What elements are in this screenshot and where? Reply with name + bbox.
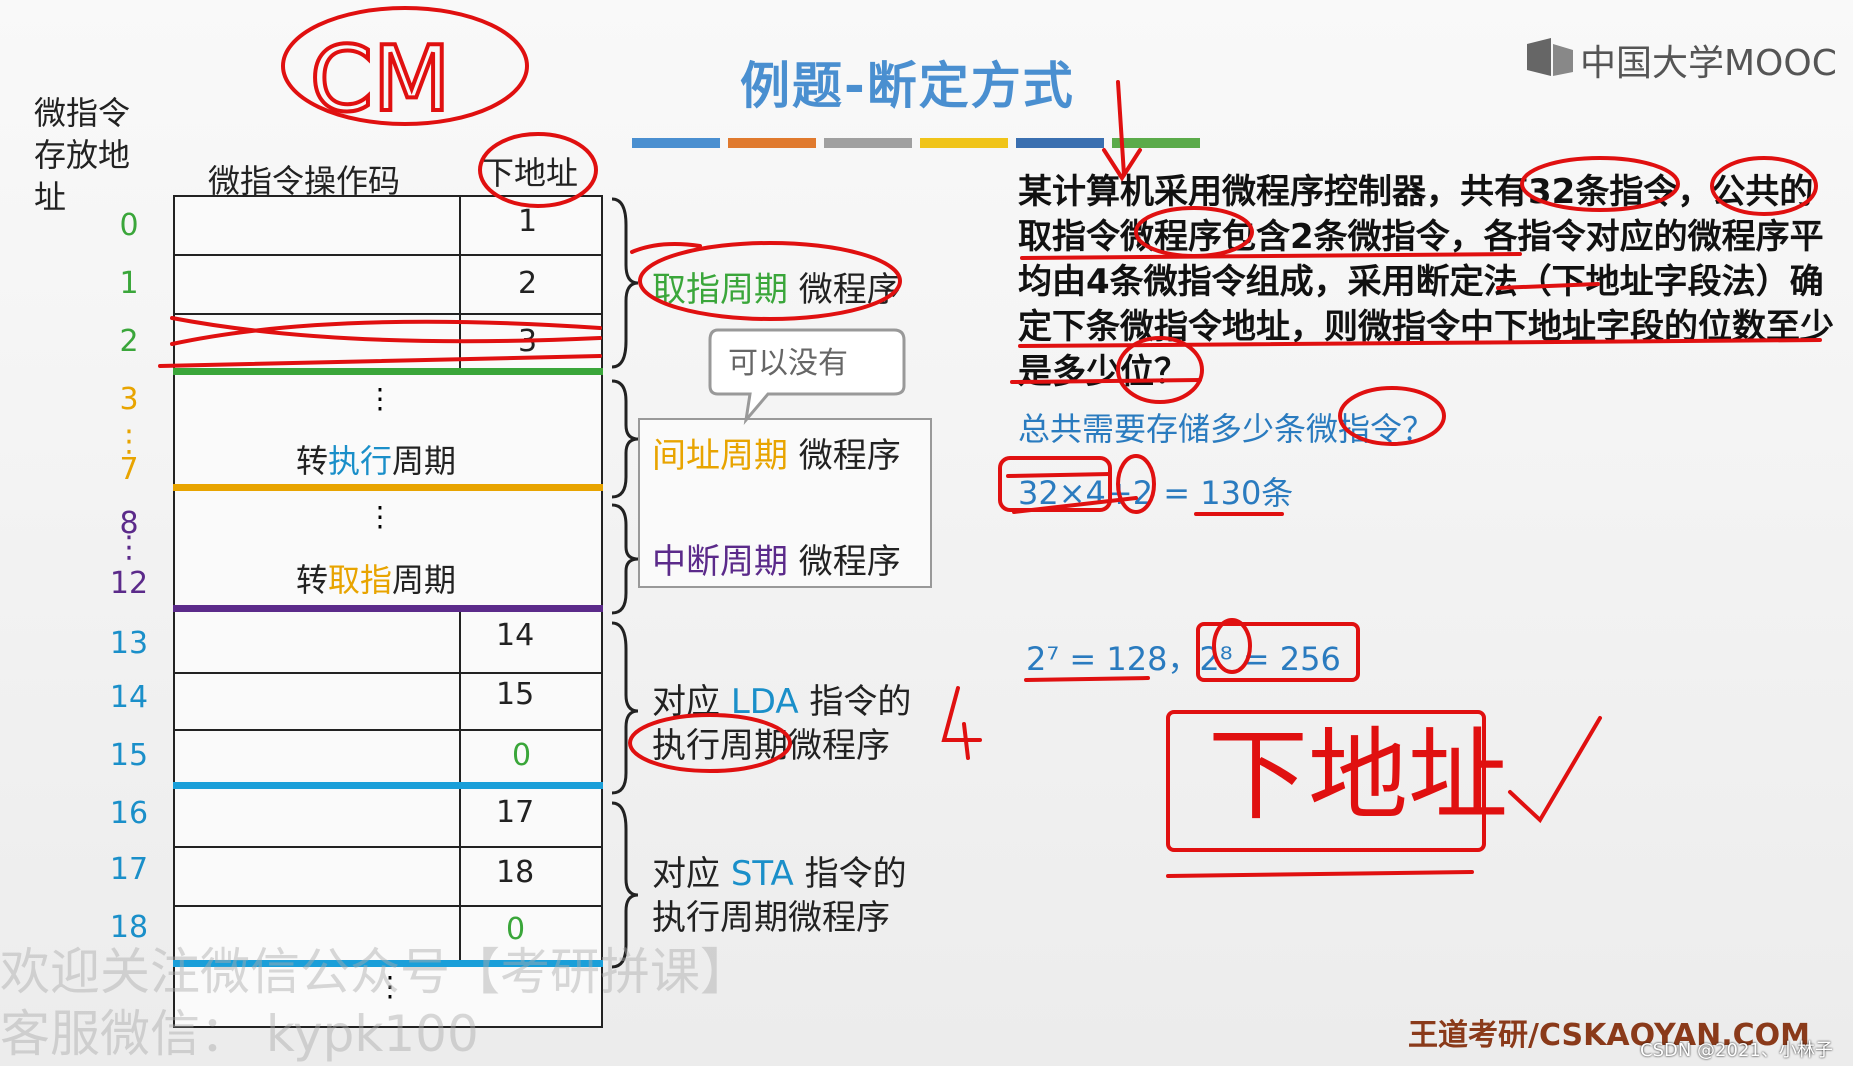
handwritten-cm-text: CM: [310, 27, 451, 132]
column-divider: [459, 195, 461, 370]
lda-microprogram-label: 对应 LDA 指令的 执行周期微程序: [652, 682, 912, 766]
question-text: 某计算机采用微程序控制器，共有32条指令，公共的取指令微程序包含2条微指令，各指…: [1018, 172, 1834, 392]
title-color-bar: [1112, 138, 1200, 148]
callout-text: 可以没有: [728, 346, 848, 381]
next-address-value: 15: [496, 677, 535, 712]
microinstruction-address: 18: [109, 910, 149, 945]
ellipsis: ⋮: [366, 382, 394, 415]
title-color-bar: [920, 138, 1008, 148]
next-address-value: 1: [518, 204, 538, 239]
microinstruction-address: 12: [109, 566, 149, 601]
next-address-value: 14: [496, 618, 535, 653]
next-address-value: 0: [506, 912, 526, 947]
microinstruction-address: ⋮: [114, 424, 144, 459]
microinstruction-address: 7: [119, 452, 139, 487]
power-calculation: 2⁷ = 128，2⁸ = 256: [1026, 640, 1341, 678]
fetch-microprogram-label: 取指周期 微程序: [652, 270, 901, 310]
column-divider: [459, 787, 461, 962]
title-color-bar: [728, 138, 816, 148]
goto-fetch-cycle-text: 转取指周期: [296, 561, 457, 599]
next-address-column-header: 下地址: [482, 154, 579, 192]
row-divider: [173, 254, 603, 256]
row-divider: [173, 905, 603, 907]
indirect-cycle-separator: [173, 484, 603, 491]
fetch-cycle-separator: [173, 368, 603, 375]
opcode-column-header: 微指令操作码: [208, 162, 401, 200]
ellipsis: ⋮: [376, 970, 404, 1003]
microinstruction-address: 1: [119, 266, 139, 301]
watermark-line1: 欢迎关注微信公众号【考研拼课】: [0, 943, 750, 1001]
handwritten-answer-text: 下地址: [1208, 717, 1508, 834]
microinstruction-address: 16: [109, 796, 149, 831]
microinstruction-address: 3: [119, 382, 139, 417]
slide-title: 例题-断定方式: [740, 57, 1075, 115]
row-divider: [173, 846, 603, 848]
mooc-logo-text: 中国大学MOOC: [1580, 43, 1837, 84]
microinstruction-address: 8: [119, 506, 139, 541]
microinstruction-address: 13: [109, 626, 149, 661]
next-address-value: 17: [496, 795, 535, 830]
row-divider: [173, 313, 603, 315]
microinstruction-address: ⋮: [114, 530, 144, 565]
microinstruction-address: 14: [109, 680, 149, 715]
callout-bubble: [708, 328, 906, 426]
microinstruction-address: 17: [109, 852, 149, 887]
microinstruction-address: 2: [119, 324, 139, 359]
brace-group: [611, 197, 639, 969]
sta-cycle-separator: [173, 960, 603, 967]
next-address-value: 18: [496, 855, 535, 890]
mooc-logo-icon: [1527, 38, 1573, 76]
row-divider: [173, 729, 603, 731]
title-color-bar: [1016, 138, 1104, 148]
microinstruction-address: 15: [109, 738, 149, 773]
row-divider: [173, 672, 603, 674]
microinstruction-address: 0: [119, 208, 139, 243]
interrupt-cycle-separator: [173, 605, 603, 612]
indirect-microprogram-label: 间址周期 微程序: [652, 436, 901, 476]
csdn-credit: CSDN @2021、小林子: [1640, 1040, 1833, 1061]
lda-cycle-separator: [173, 782, 603, 789]
title-color-bar: [824, 138, 912, 148]
sta-microprogram-label: 对应 STA 指令的 执行周期微程序: [652, 854, 907, 938]
address-column-header: 微指令 存放地 址: [34, 94, 131, 216]
title-color-bar: [632, 138, 720, 148]
optional-cycles-box: [638, 418, 932, 588]
ellipsis: ⋮: [366, 500, 394, 533]
watermark-line2: 客服微信： kypk100: [0, 1005, 479, 1063]
goto-execute-cycle-text: 转执行周期: [296, 442, 457, 480]
next-address-value: 2: [518, 266, 538, 301]
column-divider: [459, 612, 461, 787]
next-address-value: 0: [512, 738, 532, 773]
interrupt-microprogram-label: 中断周期 微程序: [652, 542, 901, 582]
footer-brand: 王道考研/CSKAOYAN.COM: [1408, 1018, 1810, 1053]
